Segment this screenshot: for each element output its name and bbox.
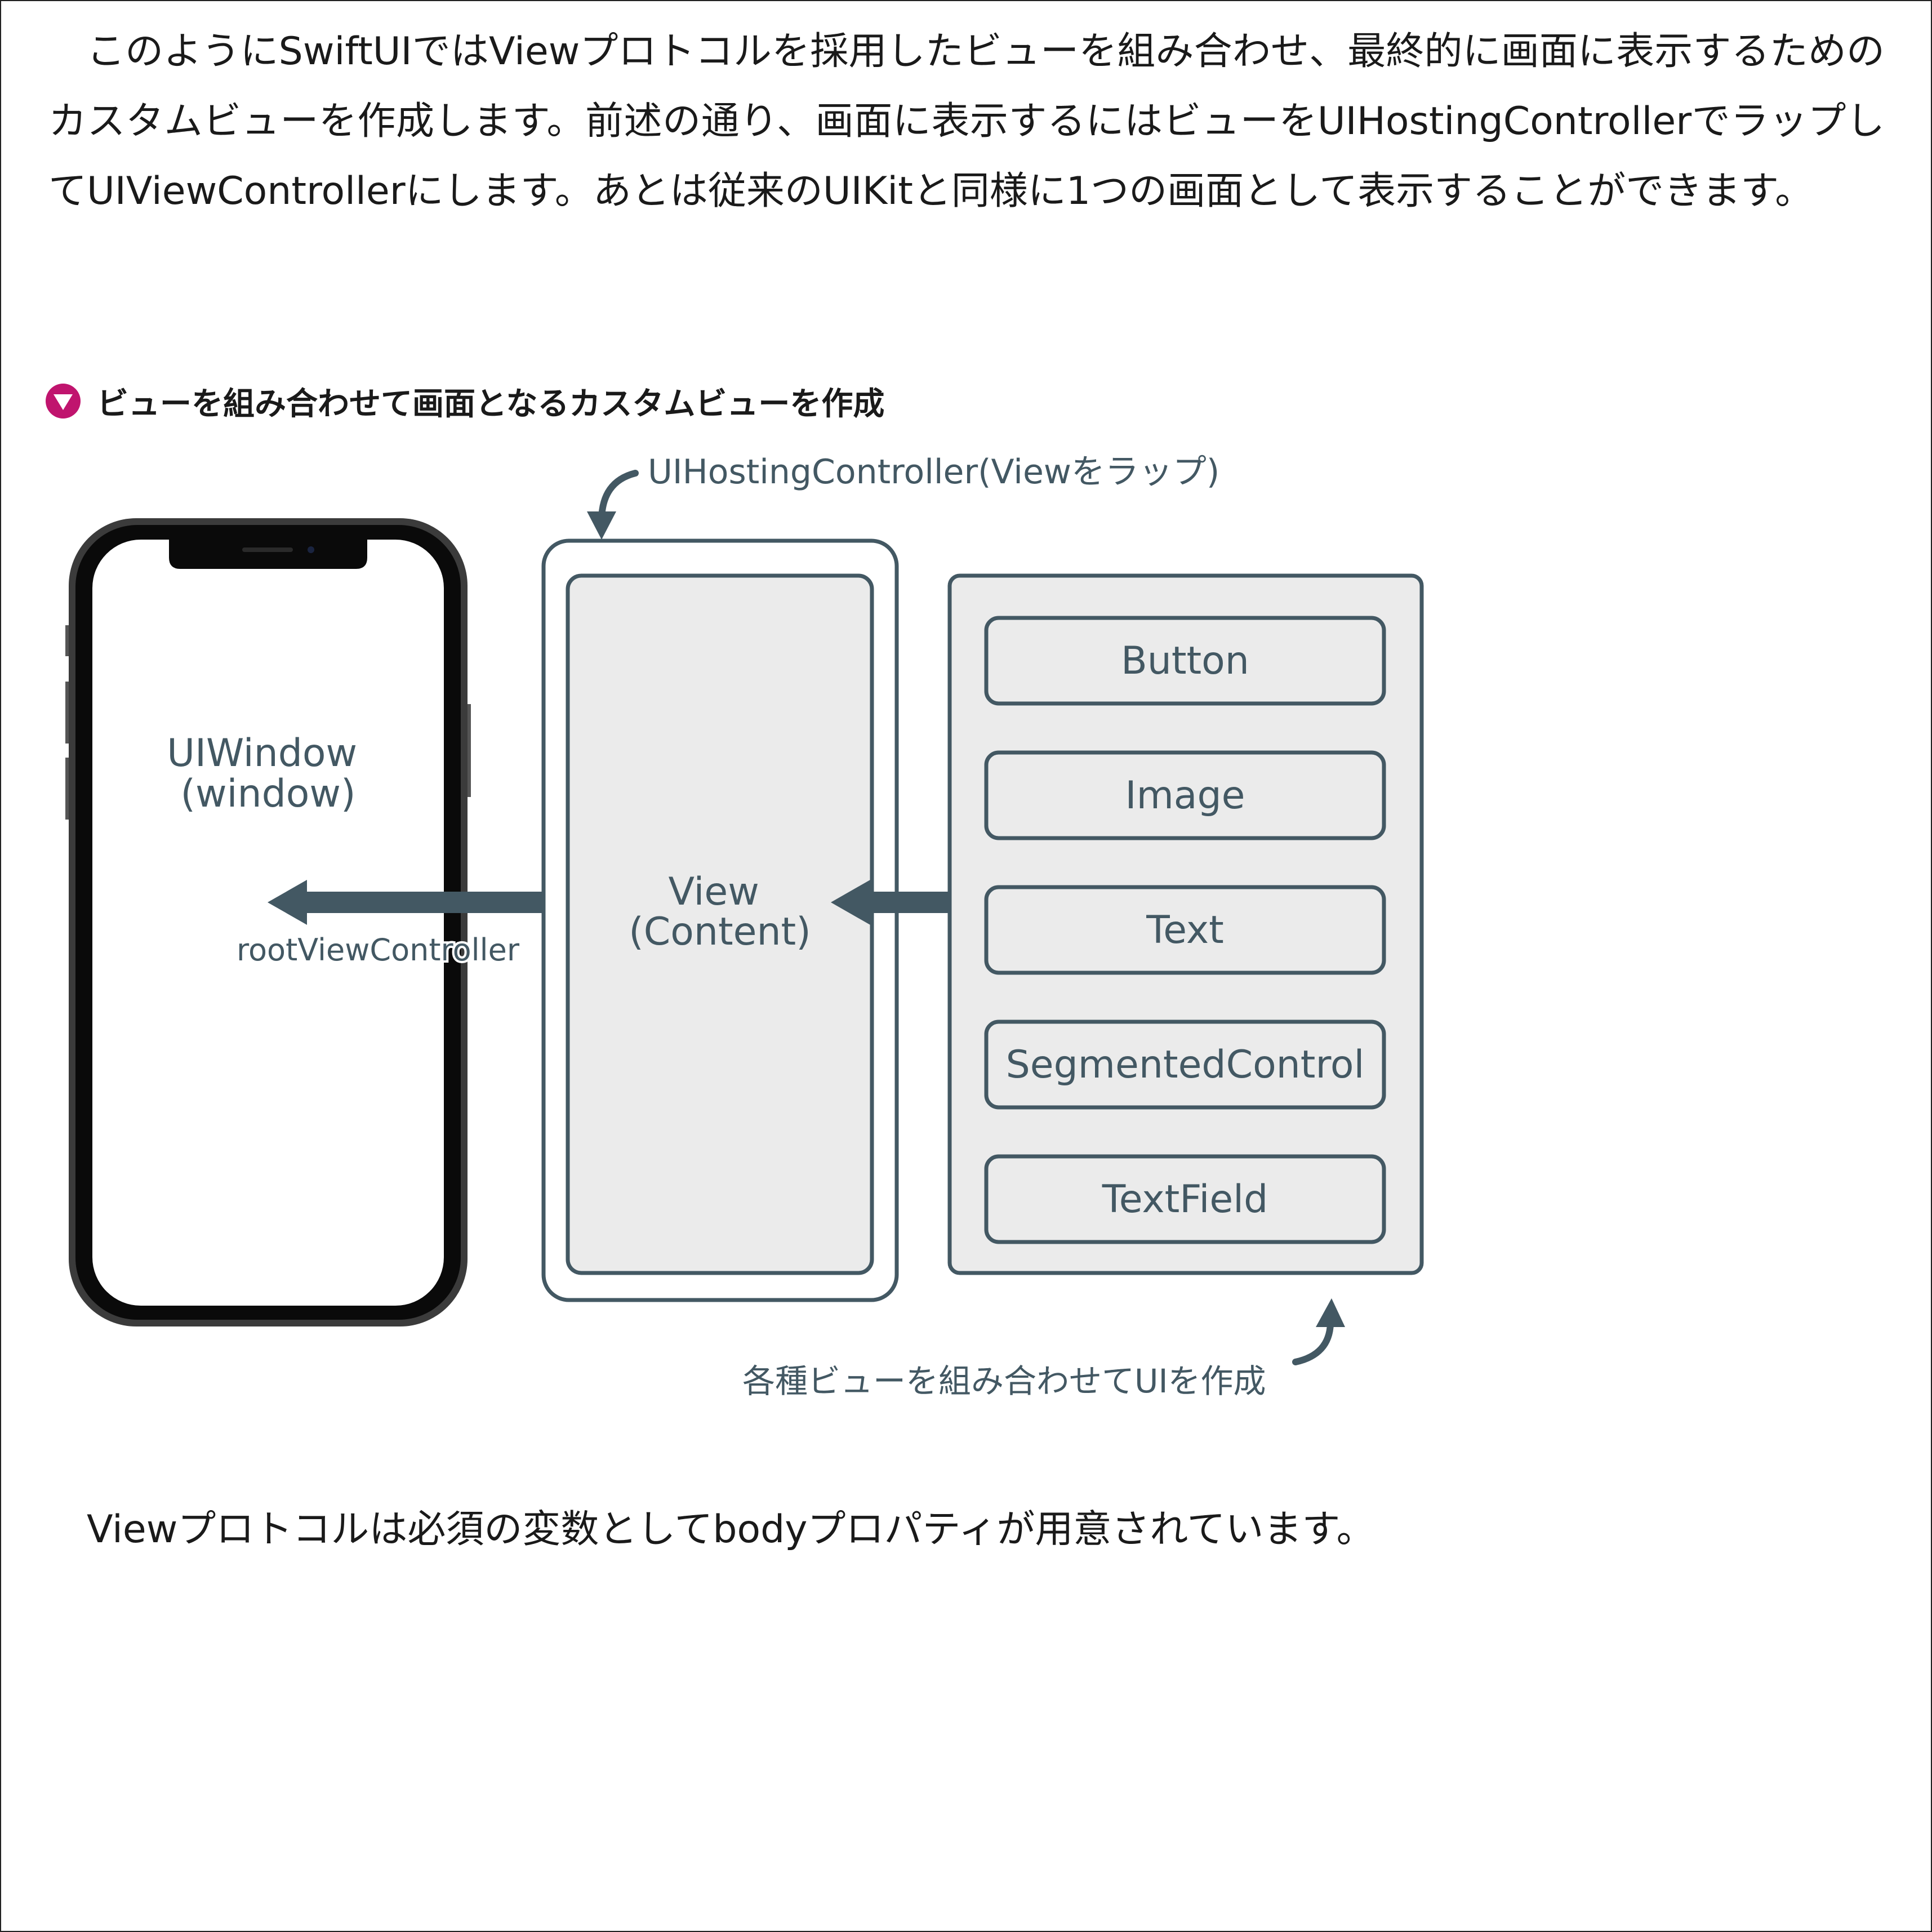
view-content-label: View (Content) — [629, 870, 811, 954]
figure-heading-text: ビューを組み合わせて画面となるカスタムビューを作成 — [97, 385, 885, 422]
view-content-box — [566, 573, 874, 1275]
component-label: Text — [1146, 908, 1224, 952]
window-label: UIWindow (window) — [167, 731, 370, 816]
component-box — [984, 1154, 1386, 1244]
body-paragraph: Viewプロトコルは必須の変数としてbodyプロパティが用意されています。 — [87, 1507, 1375, 1552]
root-view-controller-label: rootViewController — [237, 932, 520, 968]
component-box — [984, 885, 1386, 975]
combine-label: 各種ビューを組み合わせてUIを作成 — [742, 1362, 1266, 1400]
iphone-notch — [169, 540, 367, 569]
figure-heading: ビューを組み合わせて画面となるカスタムビューを作成 — [45, 379, 884, 424]
iphone-screen — [92, 540, 444, 1306]
component-box — [984, 1020, 1386, 1110]
component-label: TextField — [1102, 1177, 1268, 1222]
component-label: SegmentedControl — [1006, 1043, 1365, 1087]
hosting-controller-label: UIHostingController(Viewをラップ) — [648, 452, 1219, 492]
iphone-device — [65, 518, 471, 1326]
component-label: Button — [1121, 639, 1249, 683]
component-box — [984, 750, 1386, 840]
triangle-bullet-icon — [46, 384, 81, 419]
arrow-to-window-icon — [268, 880, 307, 925]
component-box — [984, 616, 1386, 706]
component-label: Image — [1125, 773, 1245, 818]
architecture-diagram: UIWindow (window) View (Content) UIHosti… — [65, 452, 1424, 1400]
combine-curved-arrow-icon — [1292, 1320, 1334, 1365]
intro-paragraph: このようにSwiftUIではViewプロトコルを採用したビューを組み合わせ、最終… — [48, 29, 1885, 213]
arrow-to-view-icon — [831, 880, 870, 925]
